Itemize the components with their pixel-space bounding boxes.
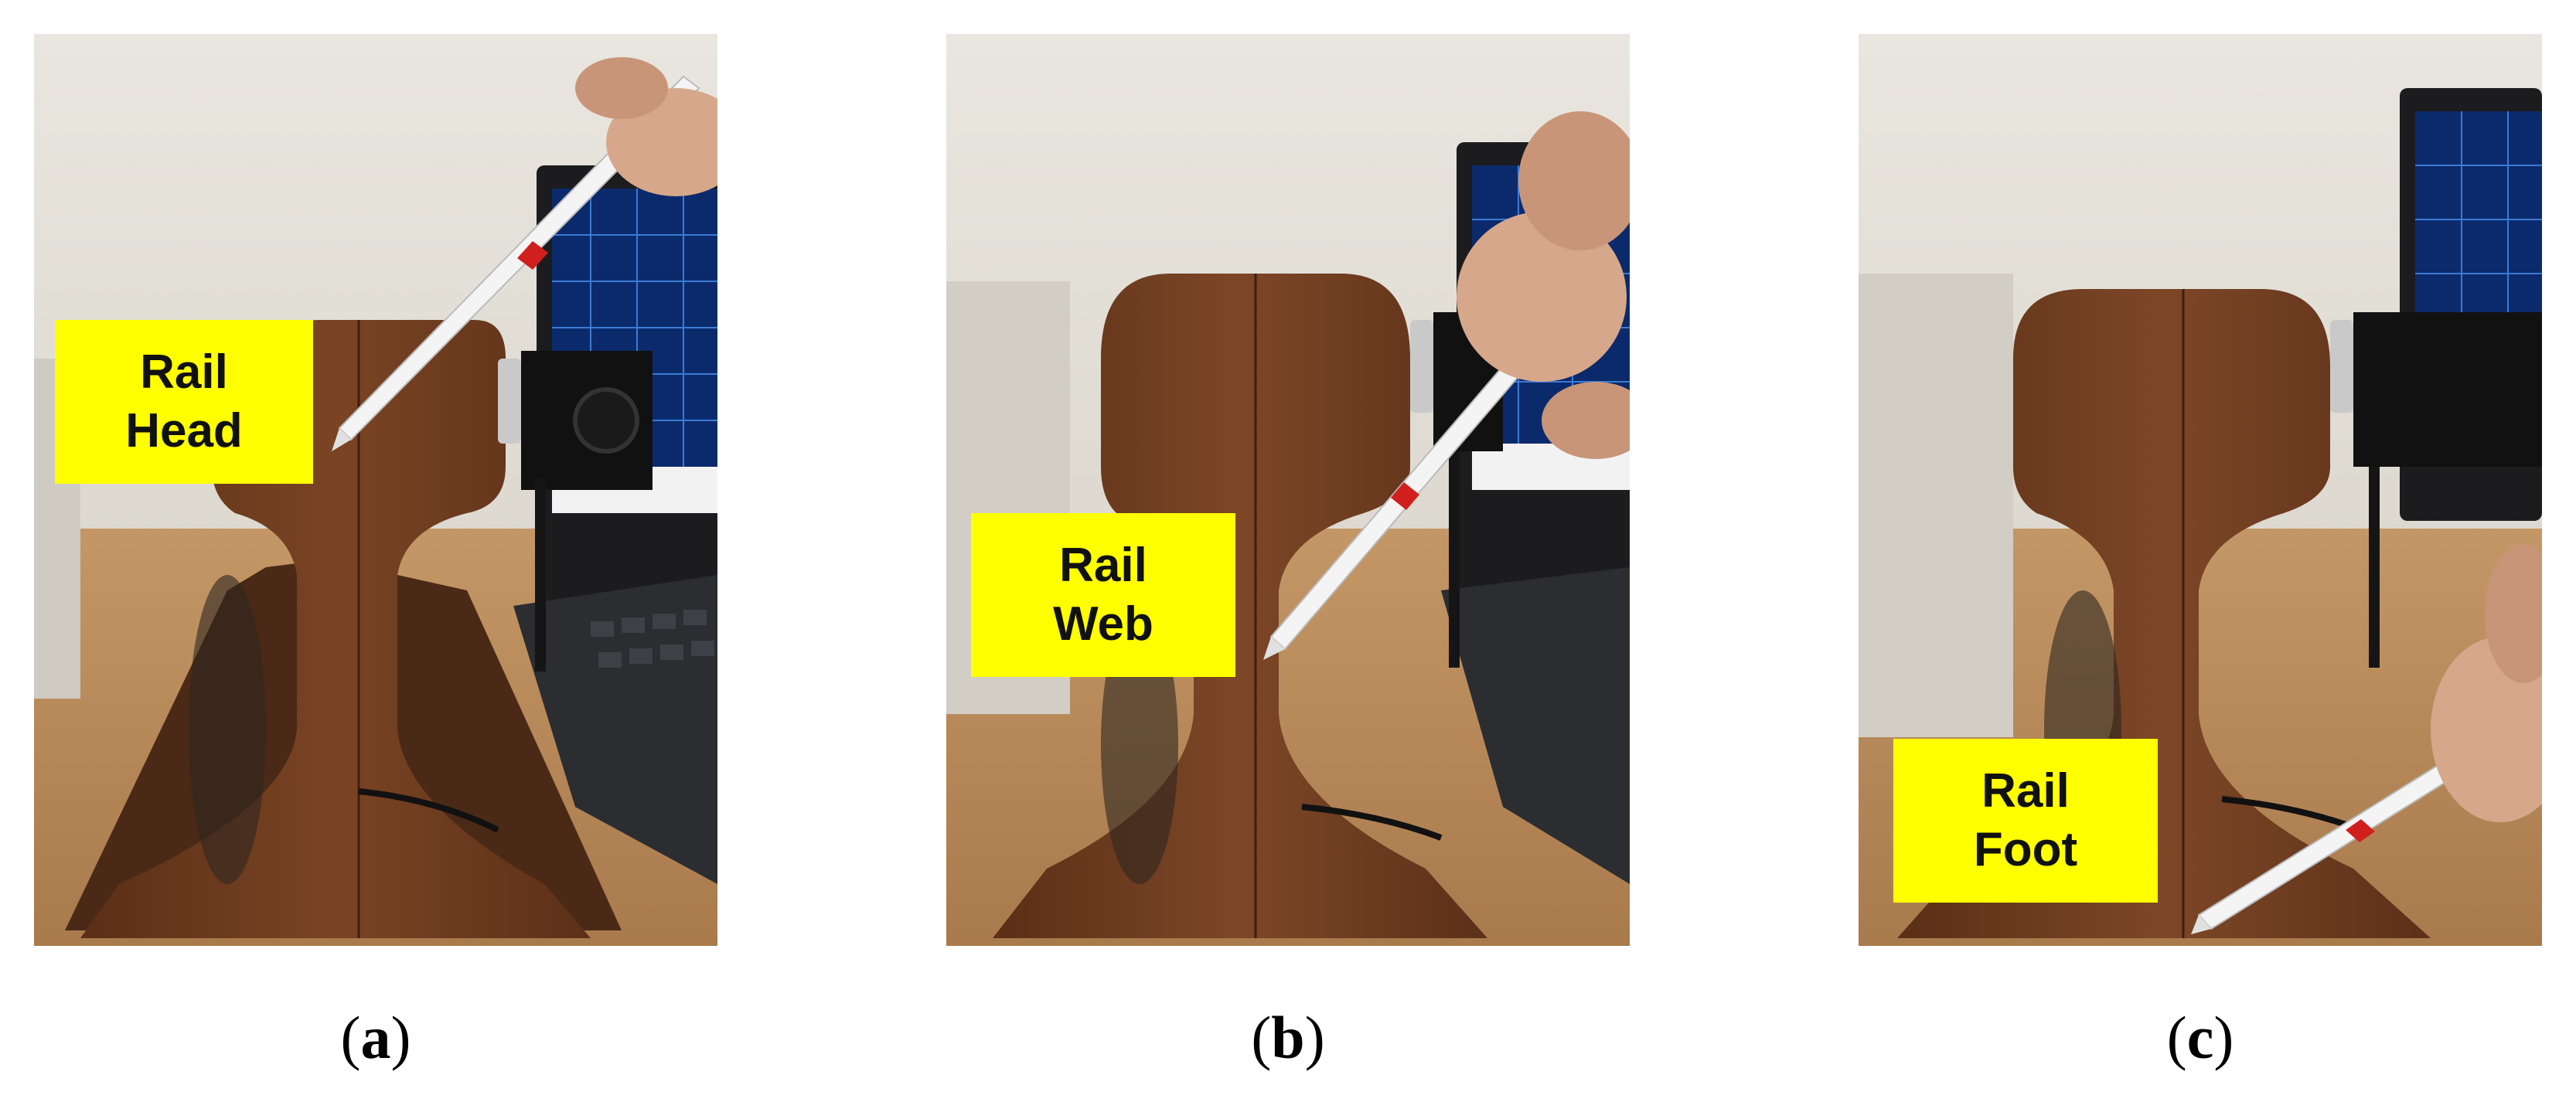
label-rail-head: Rail Head <box>55 320 313 484</box>
label-line-2: Foot <box>1973 823 2078 876</box>
pen-icon <box>332 75 700 451</box>
sensor-icon <box>2330 312 2542 668</box>
photo-rail-foot-test <box>1859 34 2542 946</box>
label-line-1: Rail <box>140 345 228 400</box>
label-line-1: Rail <box>1981 764 2070 818</box>
photo-rail-web-test <box>946 34 1630 946</box>
caption-close-paren: ) <box>2213 1004 2234 1071</box>
caption-b: (b) <box>1211 1003 1365 1073</box>
caption-open-paren: ( <box>2166 1004 2187 1071</box>
caption-close-paren: ) <box>1304 1004 1325 1071</box>
label-rail-web: Rail Web <box>971 513 1235 677</box>
pen-icon <box>2191 737 2494 934</box>
caption-letter: c <box>2186 1004 2214 1071</box>
caption-c: (c) <box>2123 1003 2278 1073</box>
label-line-2: Head <box>125 404 243 457</box>
caption-close-paren: ) <box>390 1004 411 1071</box>
photo-panel-a: Rail Head <box>34 34 717 946</box>
caption-letter: a <box>360 1004 391 1071</box>
sensor-icon <box>498 351 653 672</box>
photo-panel-c: Rail Foot <box>1859 34 2542 946</box>
hand-icon <box>575 57 717 196</box>
caption-open-paren: ( <box>340 1004 361 1071</box>
rail-section <box>65 320 622 938</box>
photo-panel-b: Rail Web <box>946 34 1630 946</box>
photo-rail-head-test <box>34 34 717 946</box>
caption-open-paren: ( <box>1251 1004 1272 1071</box>
label-line-1: Rail <box>1059 539 1147 593</box>
label-line-2: Web <box>1053 597 1153 651</box>
hand-icon <box>2431 544 2542 822</box>
caption-letter: b <box>1271 1004 1305 1071</box>
hand-icon <box>1457 111 1630 459</box>
caption-a: (a) <box>298 1003 453 1073</box>
label-rail-foot: Rail Foot <box>1893 739 2158 903</box>
